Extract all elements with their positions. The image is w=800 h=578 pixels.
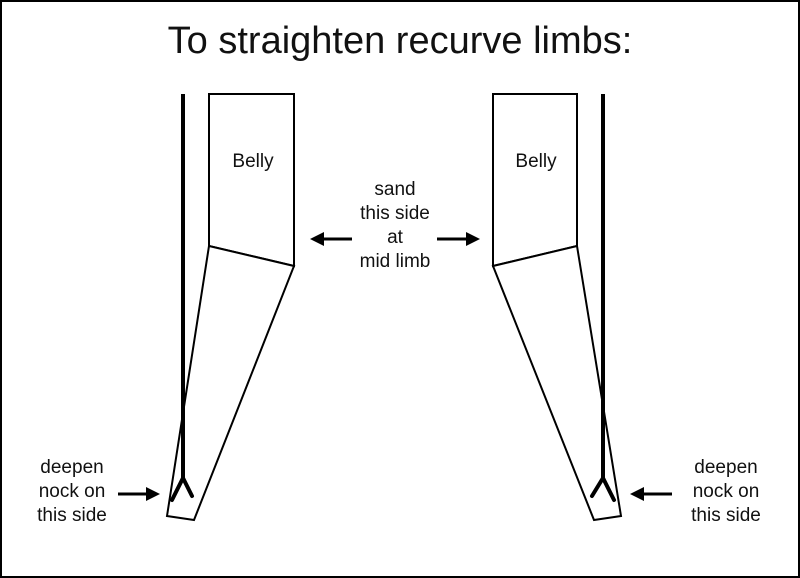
left-tip-section (165, 244, 296, 522)
right-limb (491, 93, 623, 522)
left-nock-note-line-3: this side (37, 505, 107, 526)
right-nock-note-line-3: this side (691, 505, 761, 526)
left-nock-note: deepen nock on this side (22, 456, 122, 528)
left-nock-fork (170, 476, 194, 502)
sand-note: sand this side at mid limb (345, 178, 445, 274)
sand-left-arrow (310, 232, 352, 246)
right-belly-label: Belly (515, 151, 557, 172)
right-tip-section (491, 244, 623, 522)
sand-note-line-3: at (387, 227, 403, 248)
right-nock-note-line-1: deepen (694, 457, 758, 478)
sand-note-line-4: mid limb (359, 251, 431, 272)
left-nock-arrow (118, 487, 160, 501)
sand-note-line-2: this side (360, 203, 430, 224)
sand-right-arrow (437, 232, 480, 246)
right-nock-fork (590, 476, 616, 502)
left-limb (165, 93, 296, 522)
left-belly-block (208, 93, 295, 268)
left-nock-note-line-1: deepen (40, 457, 104, 478)
right-nock-note: deepen nock on this side (676, 456, 776, 528)
left-nock-note-line-2: nock on (38, 481, 106, 502)
right-nock-arrow (630, 487, 672, 501)
left-belly-label: Belly (232, 151, 274, 172)
right-nock-note-line-2: nock on (692, 481, 760, 502)
sand-note-line-1: sand (374, 179, 416, 200)
diagram-title: To straighten recurve limbs: (167, 20, 633, 62)
right-belly-block (492, 93, 578, 268)
